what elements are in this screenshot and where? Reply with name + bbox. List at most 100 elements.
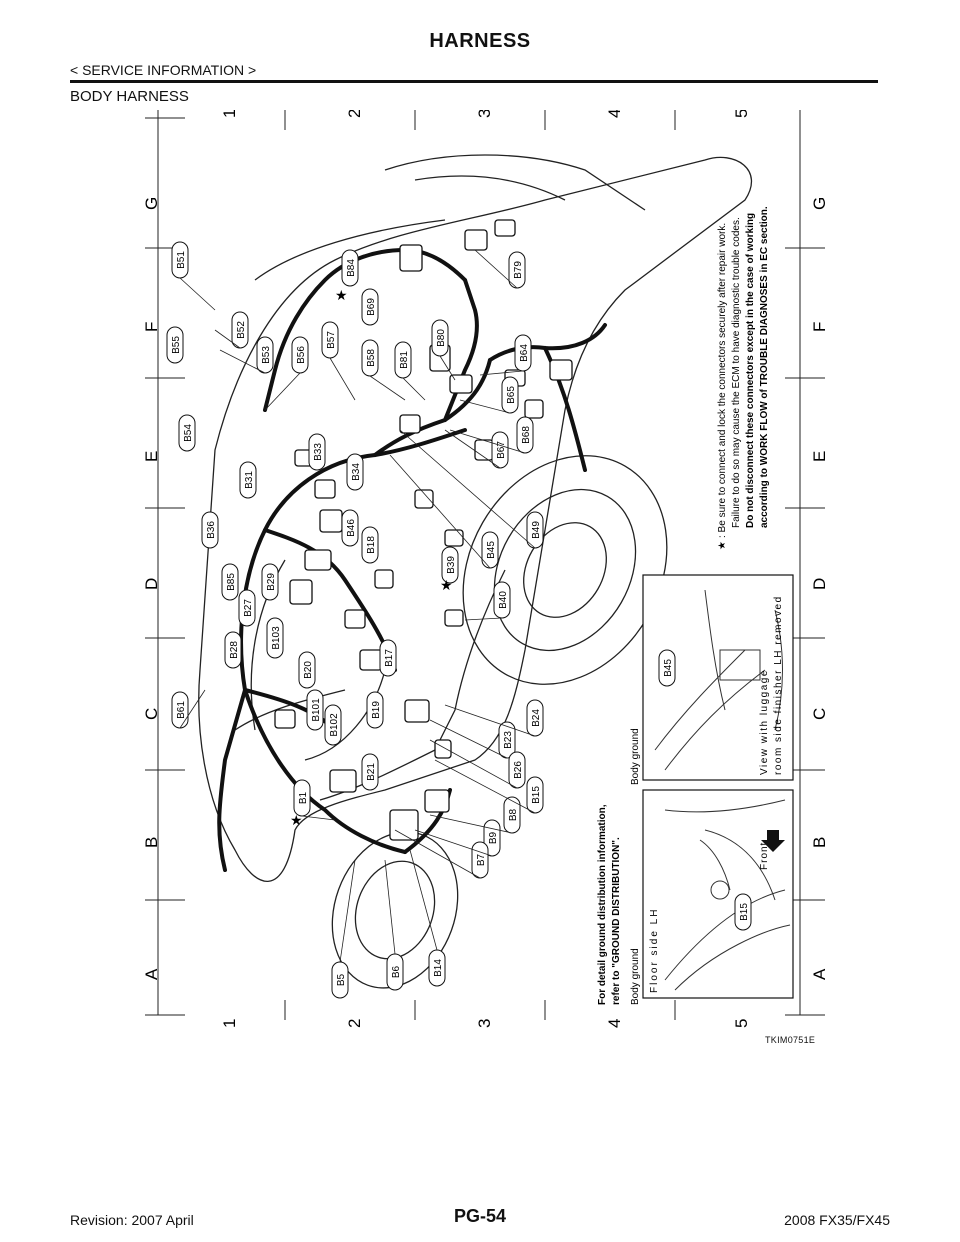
svg-text:B26: B26 [513,761,524,779]
svg-text:B102: B102 [329,713,340,737]
svg-text:B53: B53 [261,346,272,364]
connector-label-b61: B61 [171,691,189,729]
svg-text:B61: B61 [176,701,187,719]
section-subtitle: BODY HARNESS [70,88,189,105]
star-note: ★ : Be sure to connect and lock the conn… [717,206,770,550]
svg-text:: Be sure to connect and lock: : Be sure to connect and lock the connec… [717,223,728,538]
svg-text:B1: B1 [298,791,309,804]
star-icon: ★ [335,287,348,303]
svg-text:B49: B49 [531,521,542,539]
connector-label-b20: B20 [298,651,316,689]
connector-label-b17: B17 [379,639,397,677]
header-rule [70,80,878,83]
grid-row-right-A: A [810,968,825,980]
grid-col-bottom-2: 2 [345,1019,364,1028]
connector-label-b14: B14 [428,949,446,987]
connector-label-b65: B65 [501,376,519,414]
page-title: HARNESS [429,30,531,52]
connector-label-b102: B102 [324,704,342,746]
connector-label-b56: B56 [291,336,309,374]
svg-text:B14: B14 [433,959,444,977]
connector-label-inset-b45: B45 [658,649,676,687]
connector-label-b52: B52 [231,311,249,349]
connector-label-b8: B8 [503,796,521,834]
grid-row-left-F: F [145,322,161,332]
svg-text:B28: B28 [229,641,240,659]
svg-text:B27: B27 [243,599,254,617]
grid-col-bottom-4: 4 [605,1019,624,1028]
grid-row-left-E: E [145,451,161,462]
harness-main [217,247,607,872]
svg-text:B21: B21 [366,763,377,781]
svg-text:Body ground: Body ground [630,728,641,785]
star-note-symbol: ★ [717,541,728,550]
grid-row-right-B: B [810,837,825,848]
connector-label-b58: B58 [361,339,379,377]
connector-label-b46: B46 [341,509,359,547]
grid-row-left-A: A [145,968,161,980]
leader-lines [179,249,536,963]
grid-row-right-F: F [810,322,825,332]
svg-text:B103: B103 [271,626,282,650]
svg-text:Failure to do so may cause the: Failure to do so may cause the ECM to ha… [731,217,742,528]
connector-label-b5: B5 [331,961,349,999]
connector-label-b29: B29 [261,563,279,601]
grid-row-right-D: D [810,578,825,590]
body-harness-diagram: 1 2 3 4 5 1 2 3 4 5 G F E D C B A G F E … [145,110,825,1028]
revision-text: Revision: 2007 April [70,1212,194,1228]
inset-floor-side: Body ground Floor side LH B15 Front [630,789,794,1005]
grid-row-right-C: C [810,708,825,720]
svg-text:B52: B52 [236,321,247,339]
grid-row-right-G: G [810,197,825,210]
svg-text:B5: B5 [336,973,347,986]
connector-blocks [274,219,573,841]
svg-text:B9: B9 [488,831,499,844]
grid-row-left-D: D [145,578,161,590]
svg-text:Front: Front [759,842,770,870]
connector-label-b34: B34 [346,453,364,491]
front-arrow-icon [761,830,785,852]
connector-label-b85: B85 [221,563,239,601]
grid-col-top-1: 1 [220,110,239,118]
grid-col-top-3: 3 [475,110,494,118]
svg-text:B67: B67 [496,441,507,459]
svg-text:B23: B23 [503,731,514,749]
svg-text:For detail ground distribution: For detail ground distribution informati… [597,804,608,1005]
connector-label-b19: B19 [366,691,384,729]
svg-text:B15: B15 [531,786,542,804]
grid-labels: 1 2 3 4 5 1 2 3 4 5 G F E D C B A G F E … [145,110,825,1028]
grid-col-top-4: 4 [605,110,624,118]
connector-label-b81: B81 [394,341,412,379]
svg-text:Body ground: Body ground [630,948,641,1005]
connector-label-b84: B84 [341,249,359,287]
svg-text:B45: B45 [486,541,497,559]
svg-text:B15: B15 [739,903,750,921]
svg-text:B51: B51 [176,251,187,269]
connector-label-b31: B31 [239,461,257,499]
connector-label-inset-b15: B15 [734,893,752,931]
connector-label-b103: B103 [266,617,284,659]
svg-text:B17: B17 [384,649,395,667]
connector-label-b57: B57 [321,321,339,359]
svg-text:B8: B8 [508,808,519,821]
svg-text:B46: B46 [346,519,357,537]
svg-text:B20: B20 [303,661,314,679]
connector-label-b101: B101 [306,689,324,731]
svg-text:B64: B64 [519,344,530,362]
connector-label-b7: B7 [471,841,489,879]
svg-text:B24: B24 [531,709,542,727]
svg-text:B45: B45 [663,659,674,677]
connector-label-b28: B28 [224,631,242,669]
svg-text:B33: B33 [313,443,324,461]
svg-text:Do not disconnect these connec: Do not disconnect these connectors excep… [745,213,756,528]
connector-label-b1: B1 [293,779,311,817]
svg-text:B31: B31 [244,471,255,489]
grid-col-top-2: 2 [345,110,364,118]
grid-row-left-B: B [145,837,161,848]
svg-text:B18: B18 [366,536,377,554]
connector-label-b39: B39 [441,546,459,584]
svg-text:B79: B79 [513,261,524,279]
svg-text:B69: B69 [366,298,377,316]
section-header: < SERVICE INFORMATION > [70,62,257,78]
connector-label-b67: B67 [491,431,509,469]
